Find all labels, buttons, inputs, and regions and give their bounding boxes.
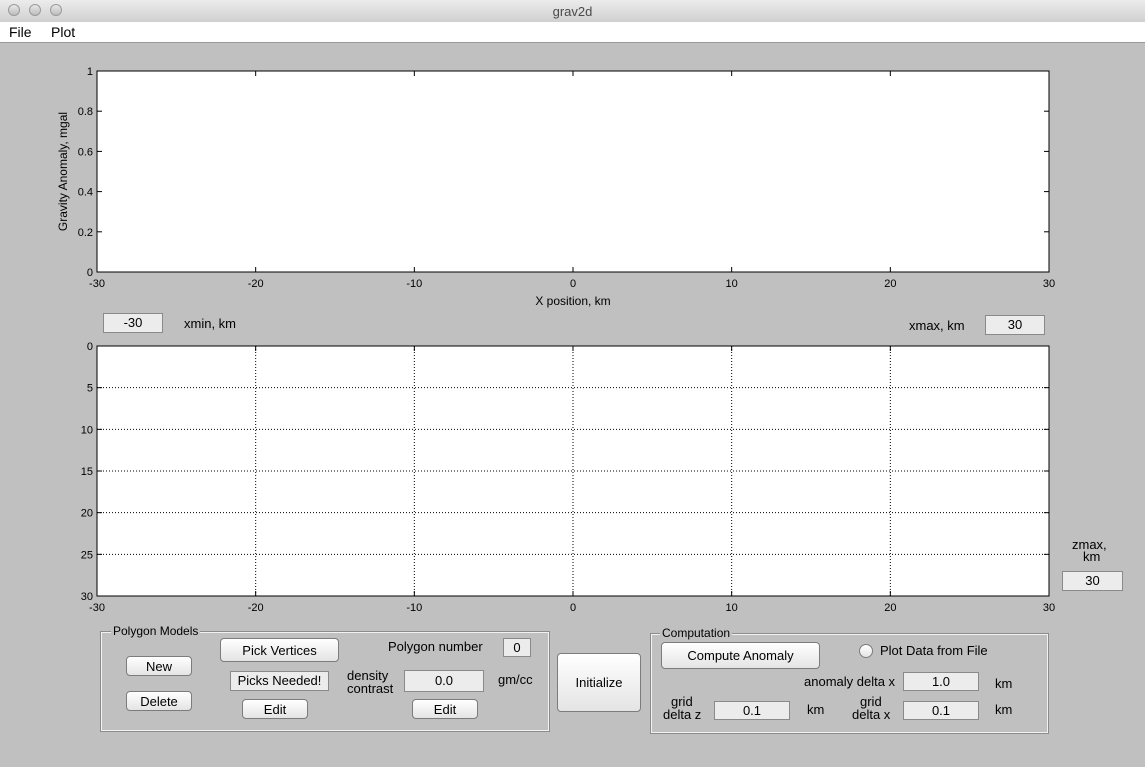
menu-plot[interactable]: Plot (51, 24, 76, 40)
model-ytick-label: 25 (81, 549, 93, 561)
pick-vertices-button[interactable]: Pick Vertices (220, 638, 339, 662)
minimize-window-button[interactable] (29, 4, 41, 16)
grav-ytick-label: 0.4 (78, 187, 93, 199)
polygon-number-field[interactable]: 0 (503, 638, 531, 657)
density-unit-label: gm/cc (498, 672, 533, 687)
model-ytick-label: 15 (81, 466, 93, 478)
model-xtick-label: -20 (248, 602, 264, 614)
polygon-models-panel (100, 631, 550, 732)
computation-title: Computation (660, 626, 733, 640)
delete-polygon-button[interactable]: Delete (126, 691, 192, 711)
xmax-input[interactable]: 30 (985, 315, 1045, 335)
grid-delta-z-unit: km (807, 702, 825, 717)
zmax-label-line2: km (1083, 549, 1101, 564)
xmin-input[interactable]: -30 (103, 313, 163, 333)
model-ytick-label: 0 (87, 341, 93, 353)
model-xtick-label: 10 (726, 602, 738, 614)
xmin-label: xmin, km (184, 316, 236, 331)
density-label-line1: density (347, 668, 389, 683)
grid-delta-z-label-line2: delta z (663, 707, 702, 722)
model-axes-box (96, 345, 1050, 597)
edit-vertices-button[interactable]: Edit (242, 699, 308, 719)
picks-needed-status: Picks Needed! (230, 671, 329, 691)
anomaly-delta-x-unit: km (995, 676, 1013, 691)
grid-delta-z-label-line1: grid (671, 694, 693, 709)
anomaly-delta-x-label: anomaly delta x (804, 674, 896, 689)
model-xtick-label: 0 (570, 602, 576, 614)
model-ytick-label: 5 (87, 383, 93, 395)
grav-ytick-label: 0.2 (78, 227, 93, 239)
edit-density-button[interactable]: Edit (412, 699, 478, 719)
grav-xtick-label: -30 (89, 278, 105, 290)
grav-ytick-label: 0 (87, 267, 93, 279)
grav-xtick-label: -20 (248, 278, 264, 290)
zmax-input[interactable]: 30 (1062, 571, 1123, 591)
model-ytick-label: 10 (81, 424, 93, 436)
zoom-window-button[interactable] (50, 4, 62, 16)
polygon-number-label: Polygon number (388, 639, 483, 654)
model-plot[interactable]: -30 -20 -10 0 10 20 30 0 5 10 15 20 25 30 (81, 341, 1055, 614)
gravity-ylabel: Gravity Anomaly, mgal (56, 112, 70, 231)
zmax-label-line1: zmax, (1072, 537, 1107, 552)
grav-axes-box (96, 70, 1050, 273)
computation-panel (650, 633, 1049, 734)
close-window-button[interactable] (8, 4, 20, 16)
grid-delta-x-input[interactable]: 0.1 (903, 701, 979, 720)
anomaly-delta-x-input[interactable]: 1.0 (903, 672, 979, 691)
grav-xtick-label: 30 (1043, 278, 1055, 290)
grid-delta-z-input[interactable]: 0.1 (714, 701, 790, 720)
compute-anomaly-button[interactable]: Compute Anomaly (661, 642, 820, 669)
plot-data-from-file-label: Plot Data from File (880, 643, 988, 658)
model-xtick-label: 20 (884, 602, 896, 614)
density-label-line2: contrast (347, 681, 394, 696)
grav-xtick-label: 10 (726, 278, 738, 290)
gravity-xlabel: X position, km (535, 294, 610, 308)
gravity-anomaly-plot[interactable]: -30 -20 -10 0 10 20 30 0 0.2 0.4 0.6 0.8 1 X position… (56, 66, 1055, 308)
model-xtick-label: 30 (1043, 602, 1055, 614)
grid-delta-x-unit: km (995, 702, 1013, 717)
model-ytick-label: 30 (81, 591, 93, 603)
menu-bar: File Plot (0, 22, 1145, 43)
model-xtick-label: -10 (406, 602, 422, 614)
window-title: grav2d (552, 4, 593, 19)
polygon-models-title: Polygon Models (111, 624, 201, 638)
grav-xtick-label: 0 (570, 278, 576, 290)
new-polygon-button[interactable]: New (126, 656, 192, 676)
plot-data-from-file-radio[interactable] (859, 644, 873, 658)
model-xtick-label: -30 (89, 602, 105, 614)
model-ytick-label: 20 (81, 508, 93, 520)
grav-ytick-label: 1 (87, 66, 93, 78)
menu-file[interactable]: File (9, 24, 32, 40)
grid-delta-x-label-line2: delta x (852, 707, 891, 722)
grav-ytick-label: 0.8 (78, 106, 93, 118)
initialize-button[interactable]: Initialize (557, 653, 641, 712)
grav-ytick-label: 0.6 (78, 146, 93, 158)
grav-xtick-label: 20 (884, 278, 896, 290)
grav-xtick-label: -10 (406, 278, 422, 290)
density-contrast-input[interactable]: 0.0 (404, 670, 484, 692)
xmax-label: xmax, km (909, 318, 965, 333)
grid-delta-x-label-line1: grid (860, 694, 882, 709)
